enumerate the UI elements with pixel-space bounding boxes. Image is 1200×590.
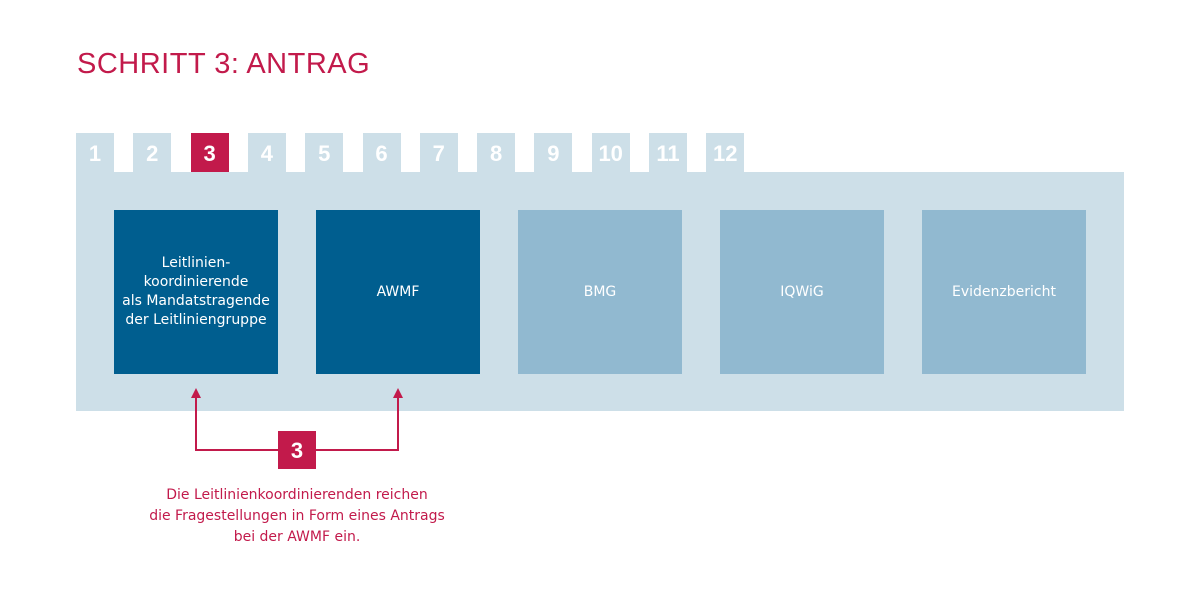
actor-box: BMG xyxy=(518,210,682,374)
page-title: SCHRITT 3: ANTRAG xyxy=(77,48,371,80)
step-tab-2[interactable]: 2 xyxy=(133,133,172,172)
actor-box: AWMF xyxy=(316,210,480,374)
arrow-up-icon xyxy=(191,388,201,398)
actor-box: IQWiG xyxy=(720,210,884,374)
step-tab-8[interactable]: 8 xyxy=(477,133,516,172)
arrow-right-line xyxy=(316,392,399,451)
step-tab-12[interactable]: 12 xyxy=(706,133,745,172)
step-tab-4[interactable]: 4 xyxy=(247,133,286,172)
step-tab-1[interactable]: 1 xyxy=(76,133,114,172)
arrow-up-icon xyxy=(393,388,403,398)
step-tab-7[interactable]: 7 xyxy=(419,133,458,172)
step-tab-5[interactable]: 5 xyxy=(305,133,344,172)
step-tab-6[interactable]: 6 xyxy=(362,133,401,172)
actor-box: Evidenzbericht xyxy=(922,210,1086,374)
step-badge: 3 xyxy=(278,431,316,469)
step-tab-9[interactable]: 9 xyxy=(534,133,573,172)
step-tab-10[interactable]: 10 xyxy=(591,133,630,172)
step-tab-3[interactable]: 3 xyxy=(190,133,229,172)
step-tab-11[interactable]: 11 xyxy=(649,133,687,172)
actor-box: Leitlinien- koordinierende als Mandatstr… xyxy=(114,210,278,374)
arrow-left-line xyxy=(195,392,278,451)
step-description: Die Leitlinienkoordinierenden reichen di… xyxy=(149,487,445,545)
